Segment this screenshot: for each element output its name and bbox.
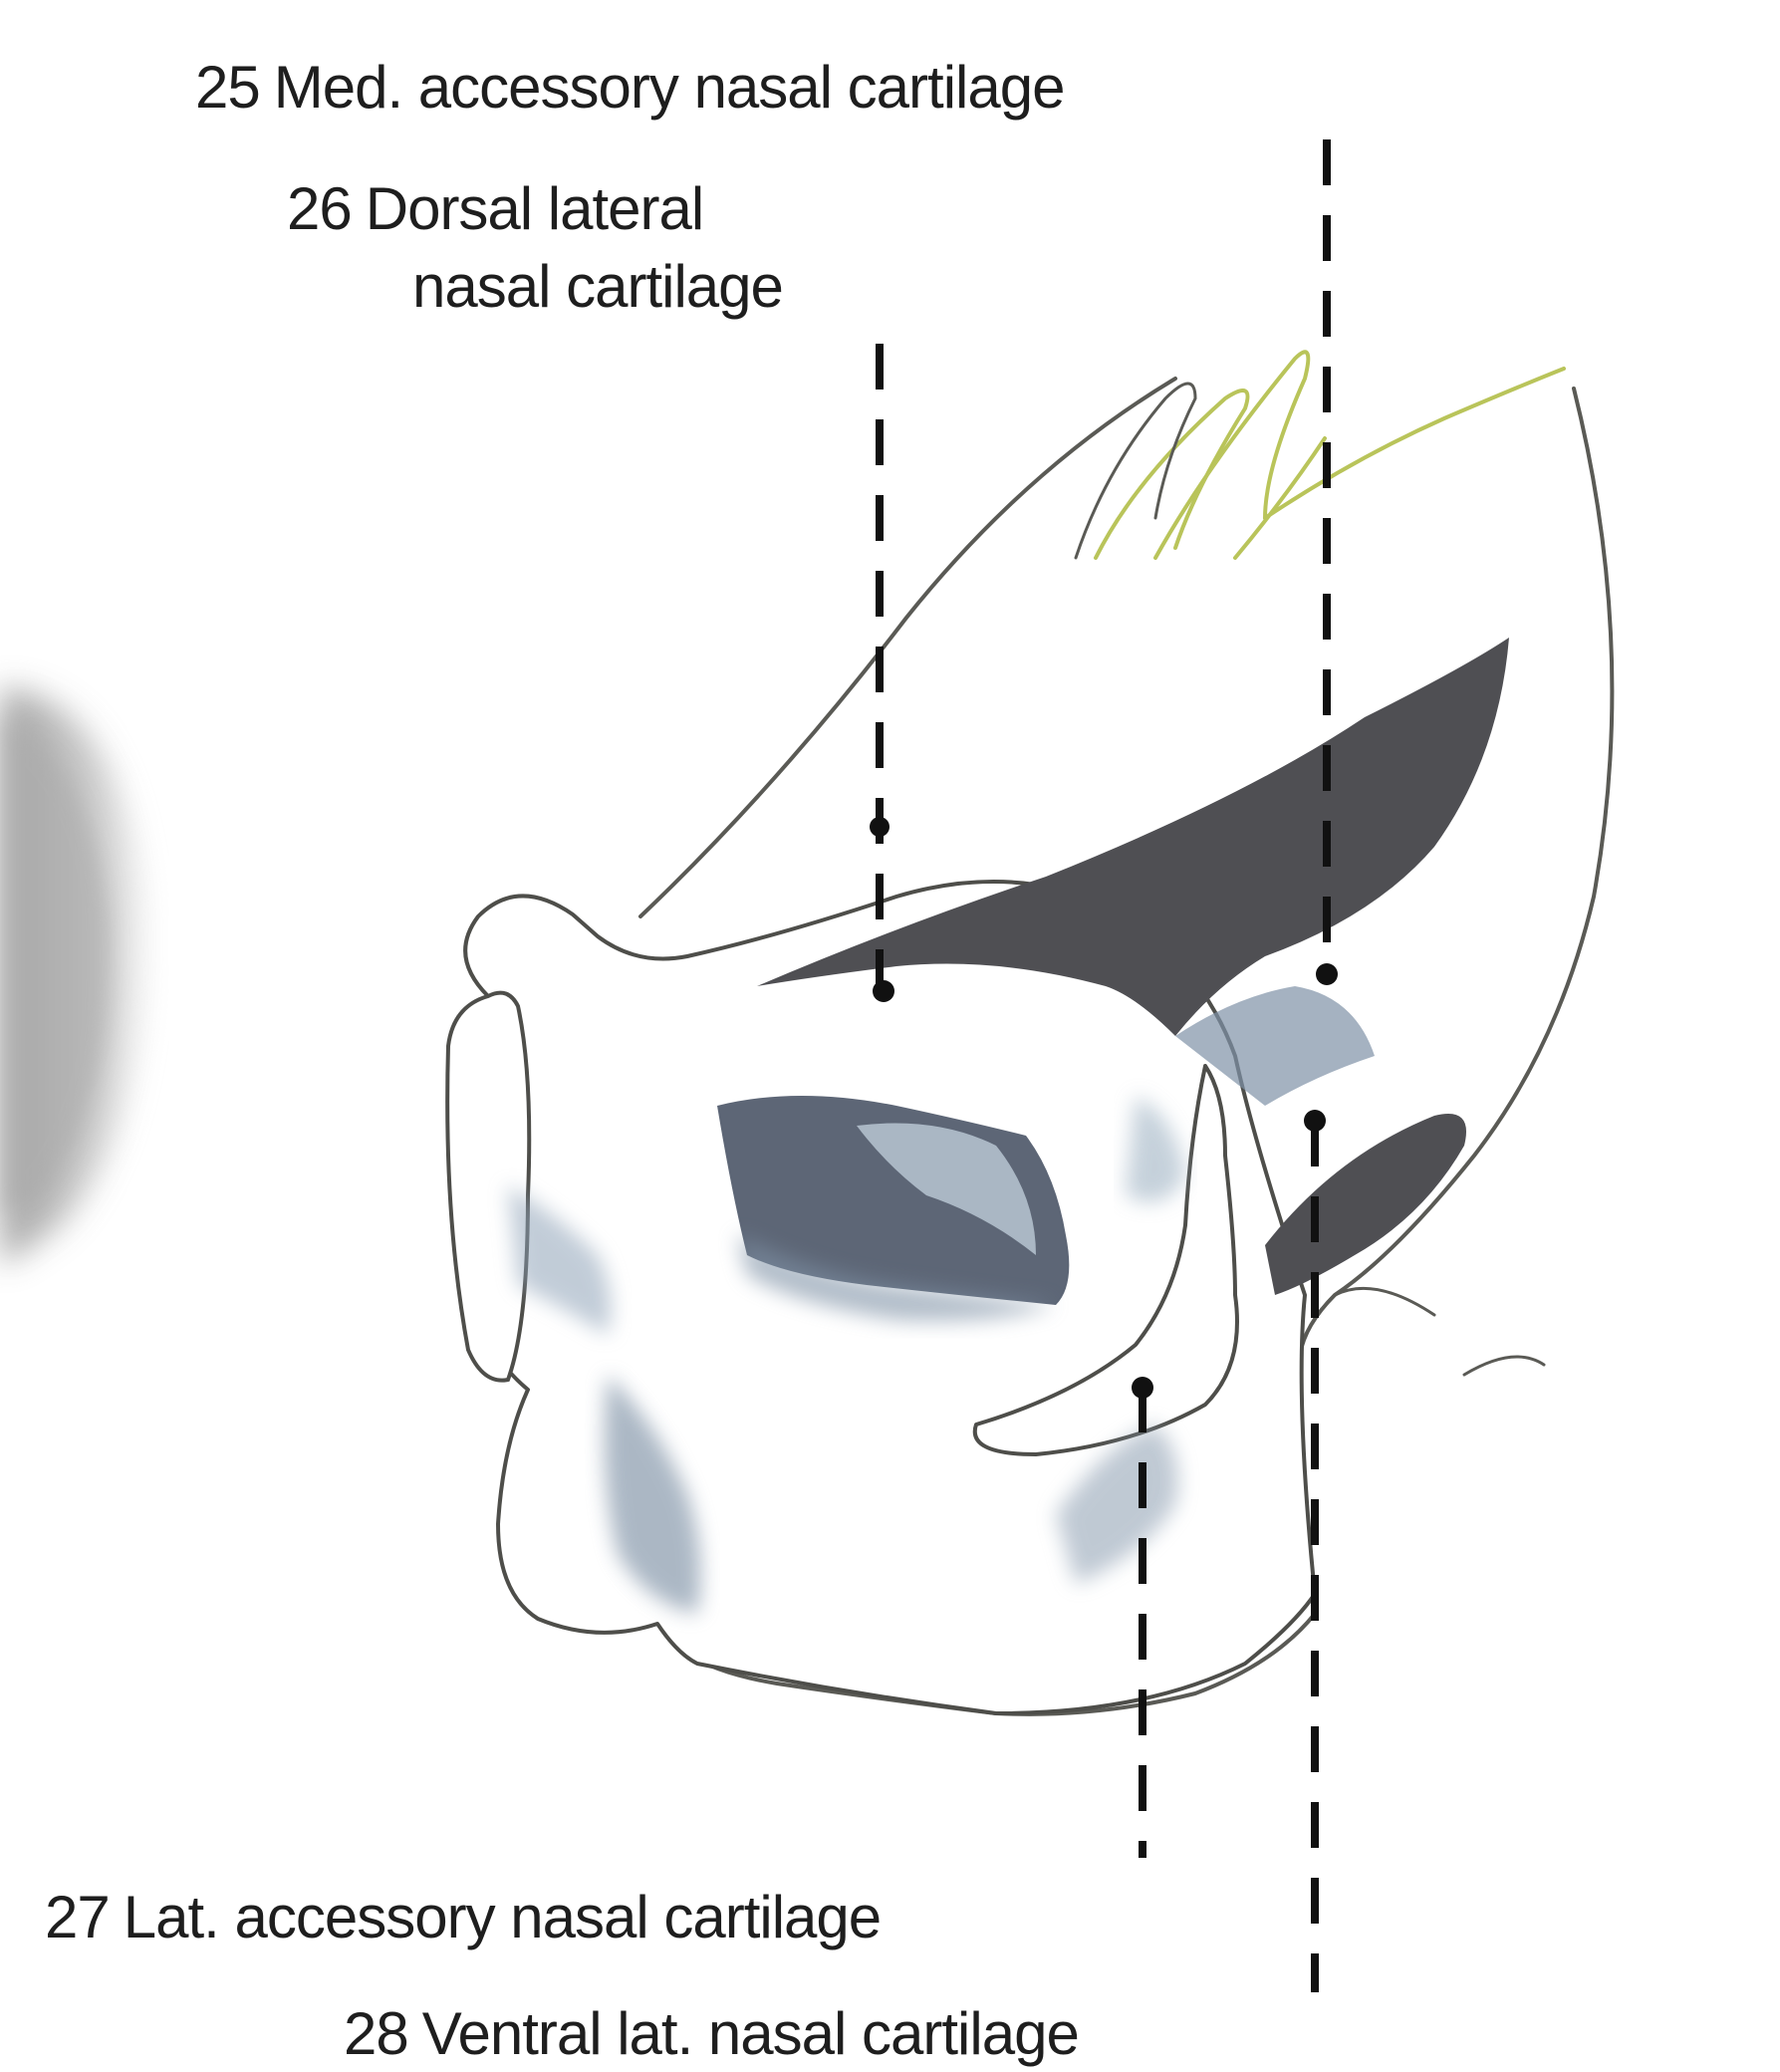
- label-28-number: 28: [344, 2000, 408, 2067]
- dot-26a: [870, 817, 890, 837]
- label-26-text: Dorsal lateral: [366, 175, 703, 242]
- label-28-text: Ventral lat. nasal cartilage: [422, 2000, 1079, 2067]
- label-25-number: 25: [195, 54, 260, 121]
- dot-27: [1132, 1377, 1153, 1399]
- dot-25: [1316, 963, 1338, 985]
- dot-28: [1304, 1110, 1326, 1132]
- fur-patch: [0, 687, 140, 1265]
- label-25-text: Med. accessory nasal cartilage: [274, 54, 1065, 121]
- snout: [447, 638, 1509, 1713]
- label-26-number: 26: [287, 175, 352, 242]
- dot-26b: [873, 980, 894, 1002]
- label-27-text: Lat. accessory nasal cartilage: [124, 1884, 881, 1950]
- label-27-number: 27: [45, 1884, 110, 1950]
- lateral-wing: [447, 993, 529, 1381]
- dark-cleft-lower: [1265, 1114, 1466, 1295]
- label-26-text-line2: nasal cartilage: [412, 257, 783, 317]
